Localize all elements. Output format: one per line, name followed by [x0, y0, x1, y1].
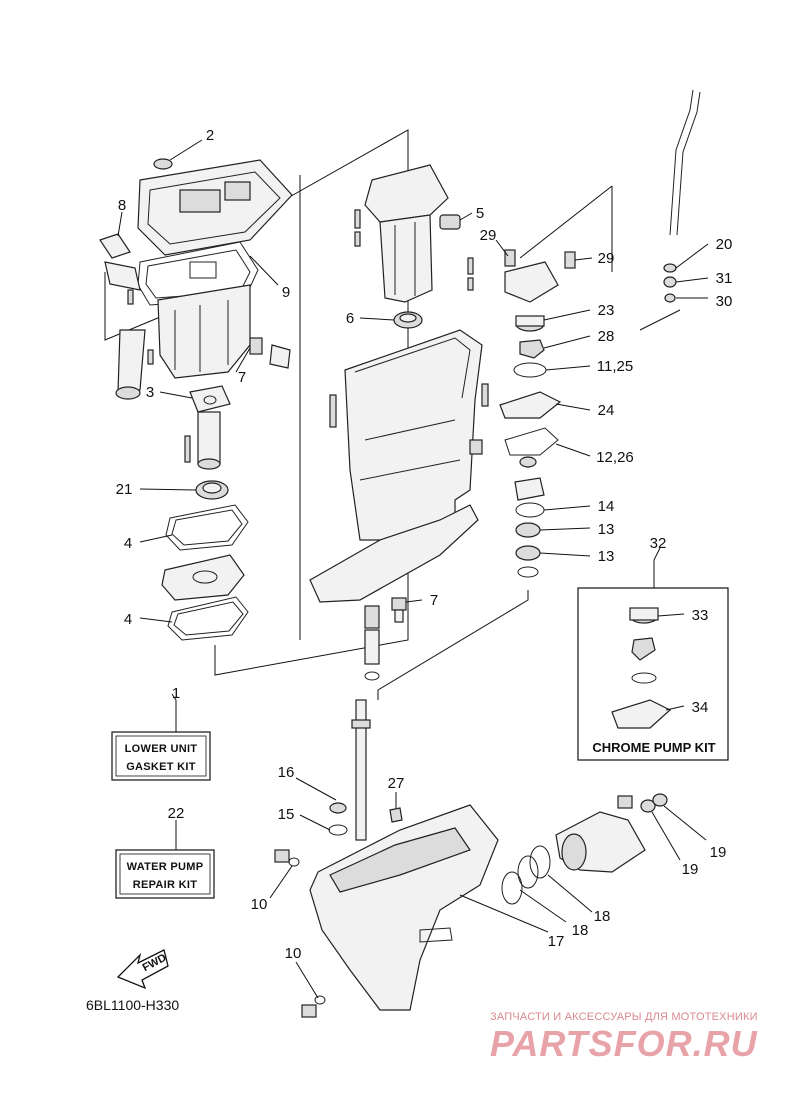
- callouts: 1 2 3 4 4 5 6 7 7 8 9 10 10 11,25 12,26 …: [116, 127, 733, 962]
- callout-33: 33: [692, 607, 709, 624]
- callout-24: 24: [598, 402, 615, 419]
- seal-part-21: [195, 480, 229, 500]
- fwd-arrow-icon: FWD: [116, 949, 169, 990]
- plate-part-24: [499, 391, 562, 419]
- upper-housing-left: [157, 284, 251, 379]
- gasket-kit-line1: LOWER UNIT: [125, 743, 198, 755]
- callout-5: 5: [476, 205, 484, 222]
- callout-19-right: 19: [710, 844, 727, 861]
- exhaust-guide: [364, 164, 449, 303]
- chrome-kit-title: CHROME PUMP KIT: [592, 740, 715, 755]
- callout-18-lower: 18: [572, 922, 589, 939]
- callout-14: 14: [598, 498, 615, 515]
- callout-4-upper: 4: [124, 535, 132, 552]
- guide-lines: [104, 129, 681, 720]
- seal-part-6: [393, 311, 423, 329]
- callout-8: 8: [118, 197, 126, 214]
- watermark-brand: PARTSFOR.RU: [490, 1023, 758, 1064]
- callout-13-upper: 13: [598, 521, 615, 538]
- callout-27: 27: [388, 775, 405, 792]
- callout-6: 6: [346, 310, 354, 327]
- callout-28: 28: [598, 328, 615, 345]
- callout-7-upper: 7: [238, 369, 246, 386]
- shaft-parts-center: [364, 605, 380, 681]
- bolts-part-10: [274, 849, 326, 1018]
- part-27: [389, 807, 403, 823]
- water-pump-repair-kit-box: WATER PUMP REPAIR KIT: [115, 849, 215, 899]
- gasket-part-4-lower: [167, 596, 249, 641]
- bolts-left: [127, 209, 361, 463]
- callout-17: 17: [548, 933, 565, 950]
- water-tube-part-20: [663, 89, 701, 303]
- leader-lines: [117, 139, 709, 999]
- chrome-pump-kit-box: [577, 587, 729, 761]
- plug-part-7-lower: [391, 597, 407, 623]
- callout-29-right: 29: [598, 250, 615, 267]
- callout-4-lower: 4: [124, 611, 132, 628]
- diagram-code: 6BL1100-H330: [86, 997, 179, 1013]
- impeller-part-28: [519, 339, 545, 359]
- callout-11-25: 11,25: [597, 358, 633, 375]
- pump-kit-line1: WATER PUMP: [127, 861, 204, 873]
- gasket-part-12: [504, 427, 559, 456]
- callout-1: 1: [172, 685, 180, 702]
- pipe-part-3: [189, 385, 231, 470]
- upper-casing-main: [309, 329, 483, 603]
- callout-19-left: 19: [682, 861, 699, 878]
- gasket-part-4-upper: [165, 504, 249, 551]
- bolts-center: [467, 257, 489, 455]
- callout-2: 2: [206, 127, 214, 144]
- gasket-kit-line2: GASKET KIT: [126, 761, 196, 773]
- watermark-subtitle: ЗАПЧАСТИ И АКСЕССУАРЫ ДЛЯ МОТОТЕХНИКИ: [490, 1011, 758, 1023]
- callout-22: 22: [168, 805, 185, 822]
- callout-34: 34: [692, 699, 709, 716]
- callout-29-left: 29: [480, 227, 497, 244]
- pump-kit-line2: REPAIR KIT: [133, 879, 198, 891]
- callout-9: 9: [282, 284, 290, 301]
- water-pump-housing: [504, 249, 576, 303]
- callout-7-lower: 7: [430, 592, 438, 609]
- callout-13-lower: 13: [598, 548, 615, 565]
- callout-32: 32: [650, 535, 667, 552]
- bracket-part-8: [99, 233, 146, 400]
- watermark: ЗАПЧАСТИ И АКСЕССУАРЫ ДЛЯ МОТОТЕХНИКИ PA…: [490, 1011, 758, 1064]
- callout-15: 15: [278, 806, 295, 823]
- oring-part-11: [513, 362, 547, 378]
- callout-18-upper: 18: [594, 908, 611, 925]
- propeller-shaft-housing: [555, 793, 668, 873]
- callout-20: 20: [716, 236, 733, 253]
- pump-stack: [514, 456, 545, 578]
- plug-part-7-upper: [249, 337, 291, 369]
- callout-23: 23: [598, 302, 615, 319]
- callout-16: 16: [278, 764, 295, 781]
- upper-cover-part: [137, 158, 293, 256]
- pump-cup-part-23: [515, 315, 545, 332]
- plate-middle: [161, 554, 245, 601]
- callout-21: 21: [116, 481, 133, 498]
- seal-part-15: [328, 802, 348, 836]
- lower-case: [309, 804, 499, 1011]
- callout-3: 3: [146, 384, 154, 401]
- callout-31: 31: [716, 270, 733, 287]
- callout-30: 30: [716, 293, 733, 310]
- lower-unit-gasket-kit-box: LOWER UNIT GASKET KIT: [111, 731, 211, 781]
- callout-10-upper: 10: [251, 896, 268, 913]
- callout-12-26: 12,26: [596, 449, 634, 466]
- damper-part-5: [439, 214, 461, 230]
- callout-10-lower: 10: [285, 945, 302, 962]
- drive-shaft: [351, 699, 371, 841]
- orings-17-18: [501, 845, 551, 905]
